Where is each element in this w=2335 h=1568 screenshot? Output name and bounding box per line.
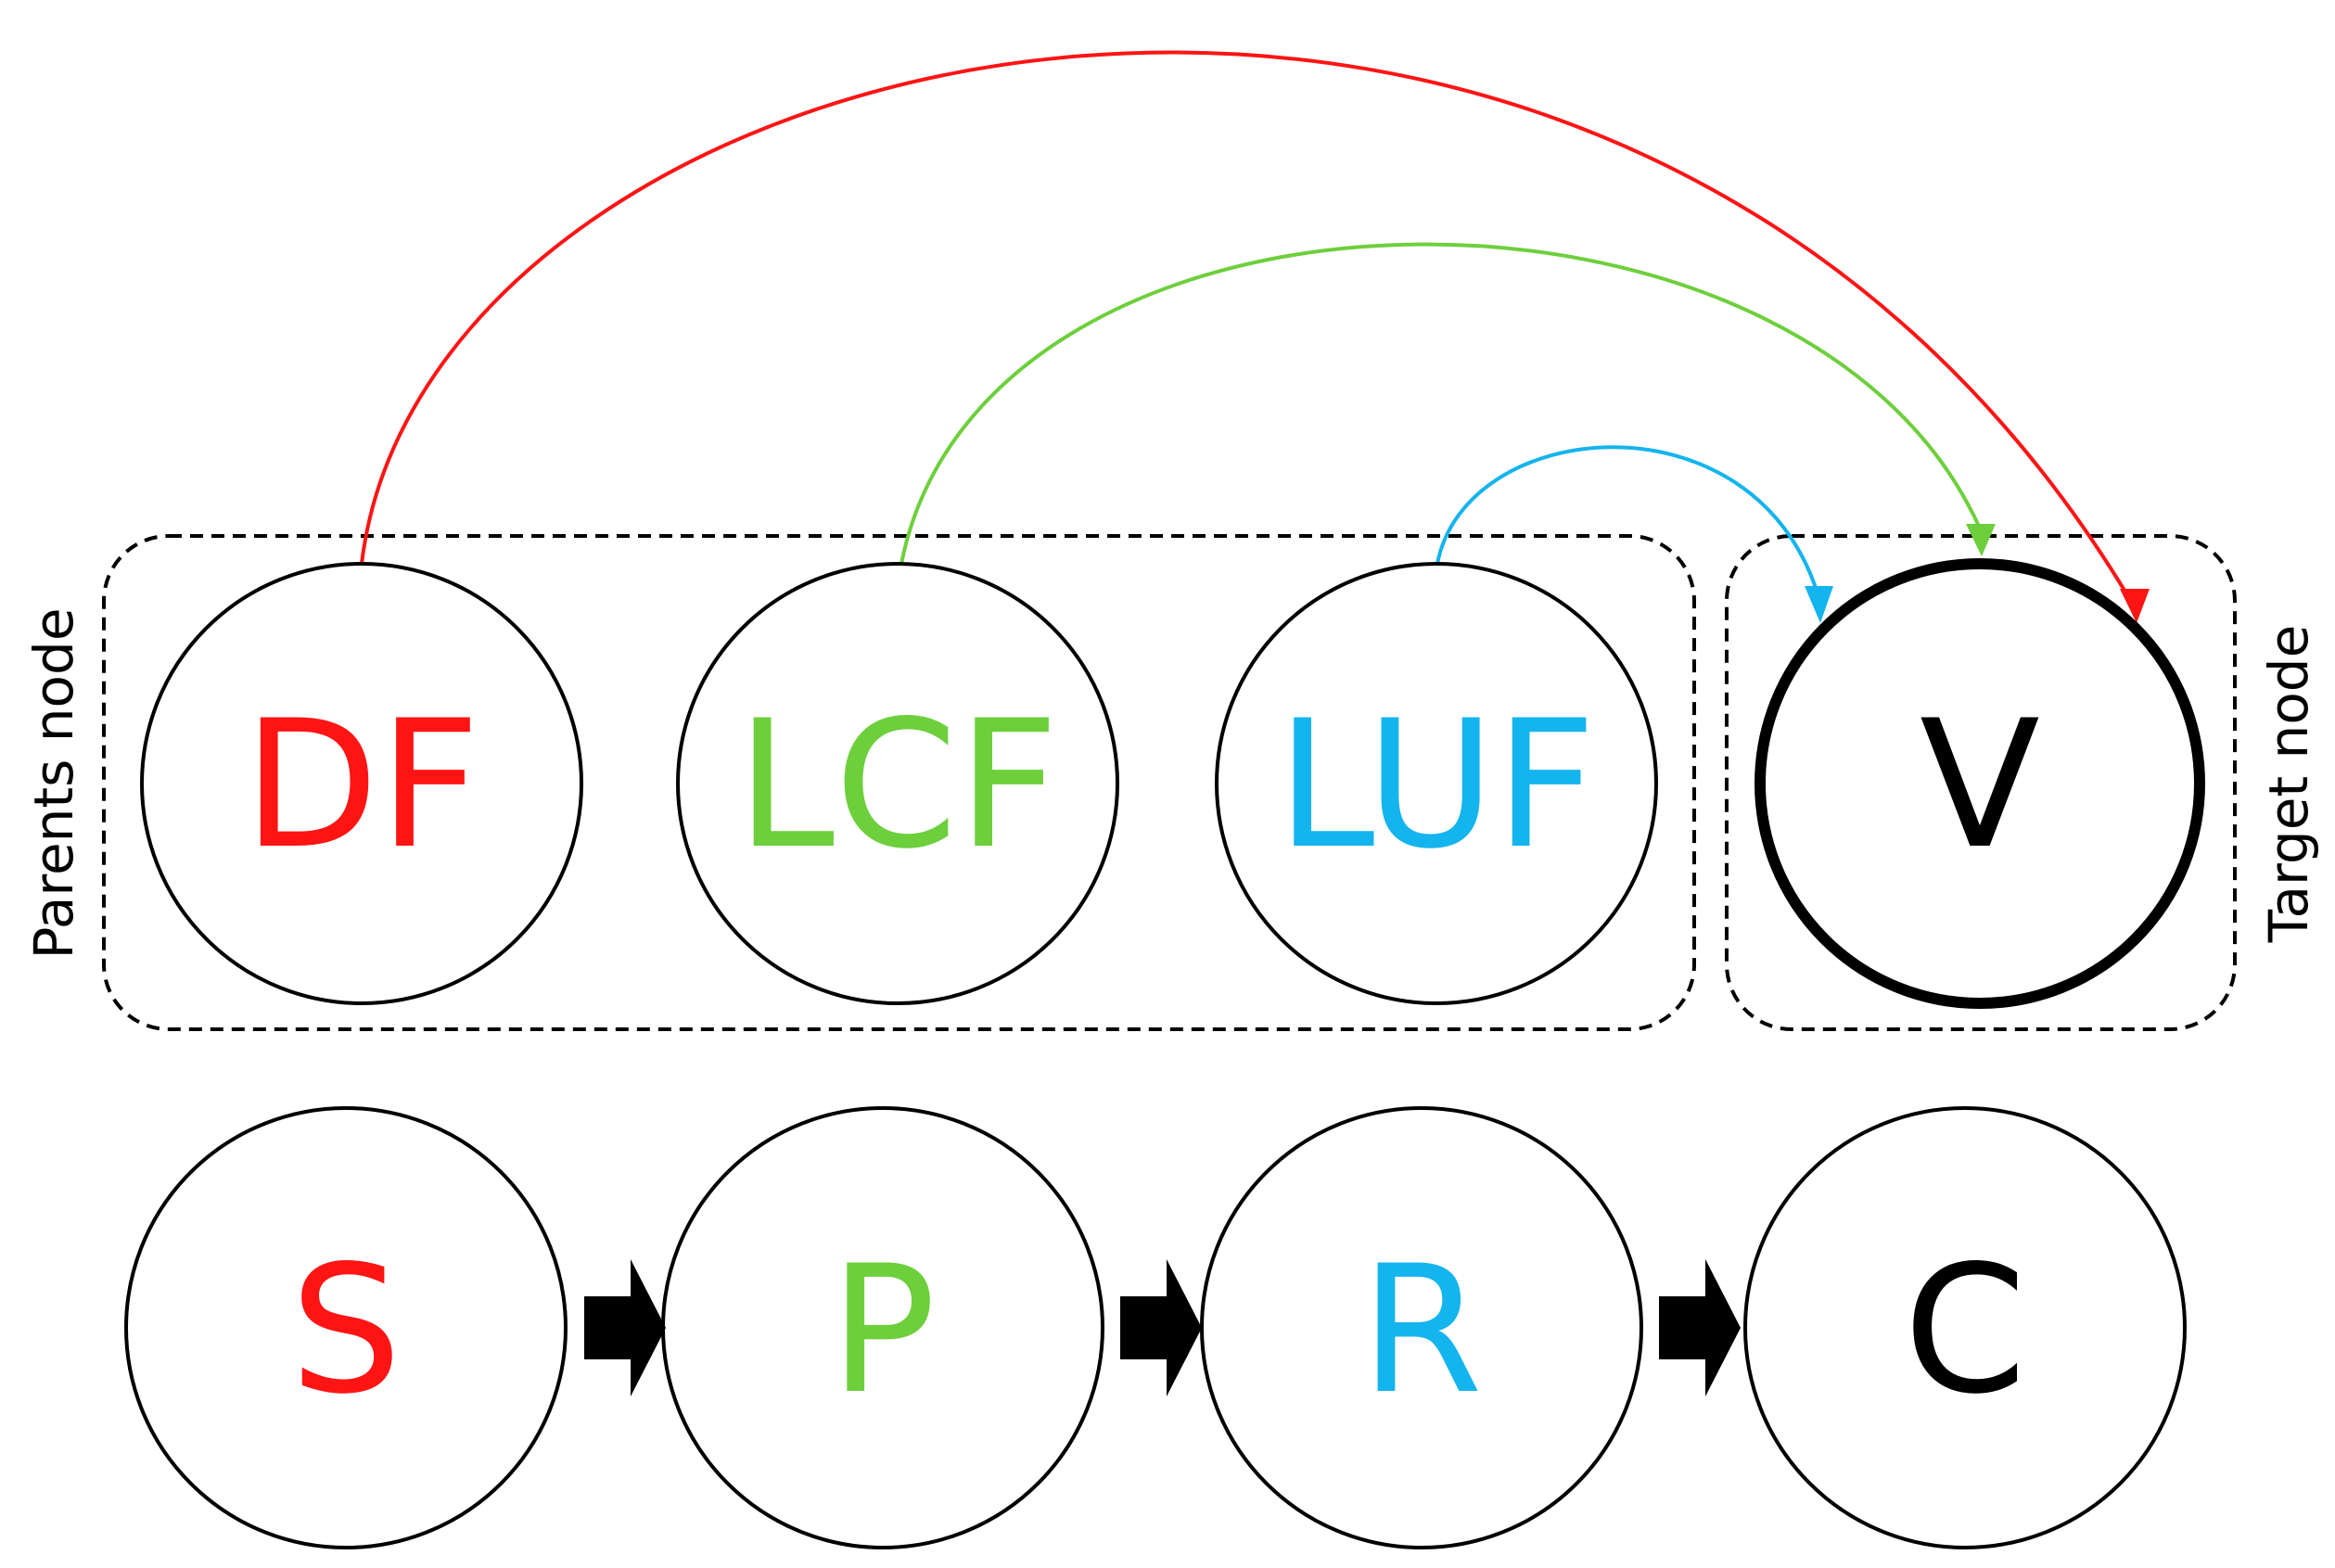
edge-df-to-v <box>360 50 2137 609</box>
edge-df-to-v-arrowhead <box>2120 589 2150 623</box>
node-s-circle <box>124 1106 568 1549</box>
node-s-label: S <box>290 1228 402 1433</box>
edge-lcf-to-v-arrowhead <box>1966 524 1996 556</box>
node-df: DF <box>140 562 583 1005</box>
edge-luf-to-v-arrowhead <box>1805 586 1833 623</box>
edges <box>360 50 2150 623</box>
sequence-arrow-s-to-p <box>584 1259 666 1396</box>
edge-lcf-to-v <box>900 242 1983 565</box>
node-lcf-circle <box>676 562 1119 1005</box>
node-p: P <box>661 1106 1104 1549</box>
node-luf-label: LUF <box>1277 682 1597 887</box>
node-v-circle <box>1754 558 2205 1009</box>
node-r: R <box>1200 1106 1643 1549</box>
parents-node-label: Parents node <box>22 607 85 959</box>
node-v: V <box>1754 558 2205 1009</box>
node-luf: LUF <box>1215 562 1658 1005</box>
node-s: S <box>124 1106 568 1549</box>
sequence-arrow-r-to-c <box>1659 1259 1741 1396</box>
node-df-circle <box>140 562 583 1005</box>
edge-luf-to-v <box>1435 445 1819 594</box>
node-lcf: LCF <box>676 562 1119 1005</box>
node-lcf-label: LCF <box>736 682 1059 887</box>
node-c-label: C <box>1904 1228 2027 1433</box>
node-c-circle <box>1743 1106 2187 1549</box>
node-df-label: DF <box>243 682 480 887</box>
sequence-arrow-p-to-r <box>1120 1259 1202 1396</box>
node-p-label: P <box>830 1228 937 1433</box>
node-r-label: R <box>1360 1228 1483 1433</box>
node-luf-circle <box>1215 562 1658 1005</box>
target-node-label: Target node <box>2257 625 2320 944</box>
target-group-box <box>1725 534 2237 1031</box>
node-c: C <box>1743 1106 2187 1549</box>
parents-group-box <box>102 534 1696 1031</box>
node-v-label: V <box>1920 682 2040 887</box>
